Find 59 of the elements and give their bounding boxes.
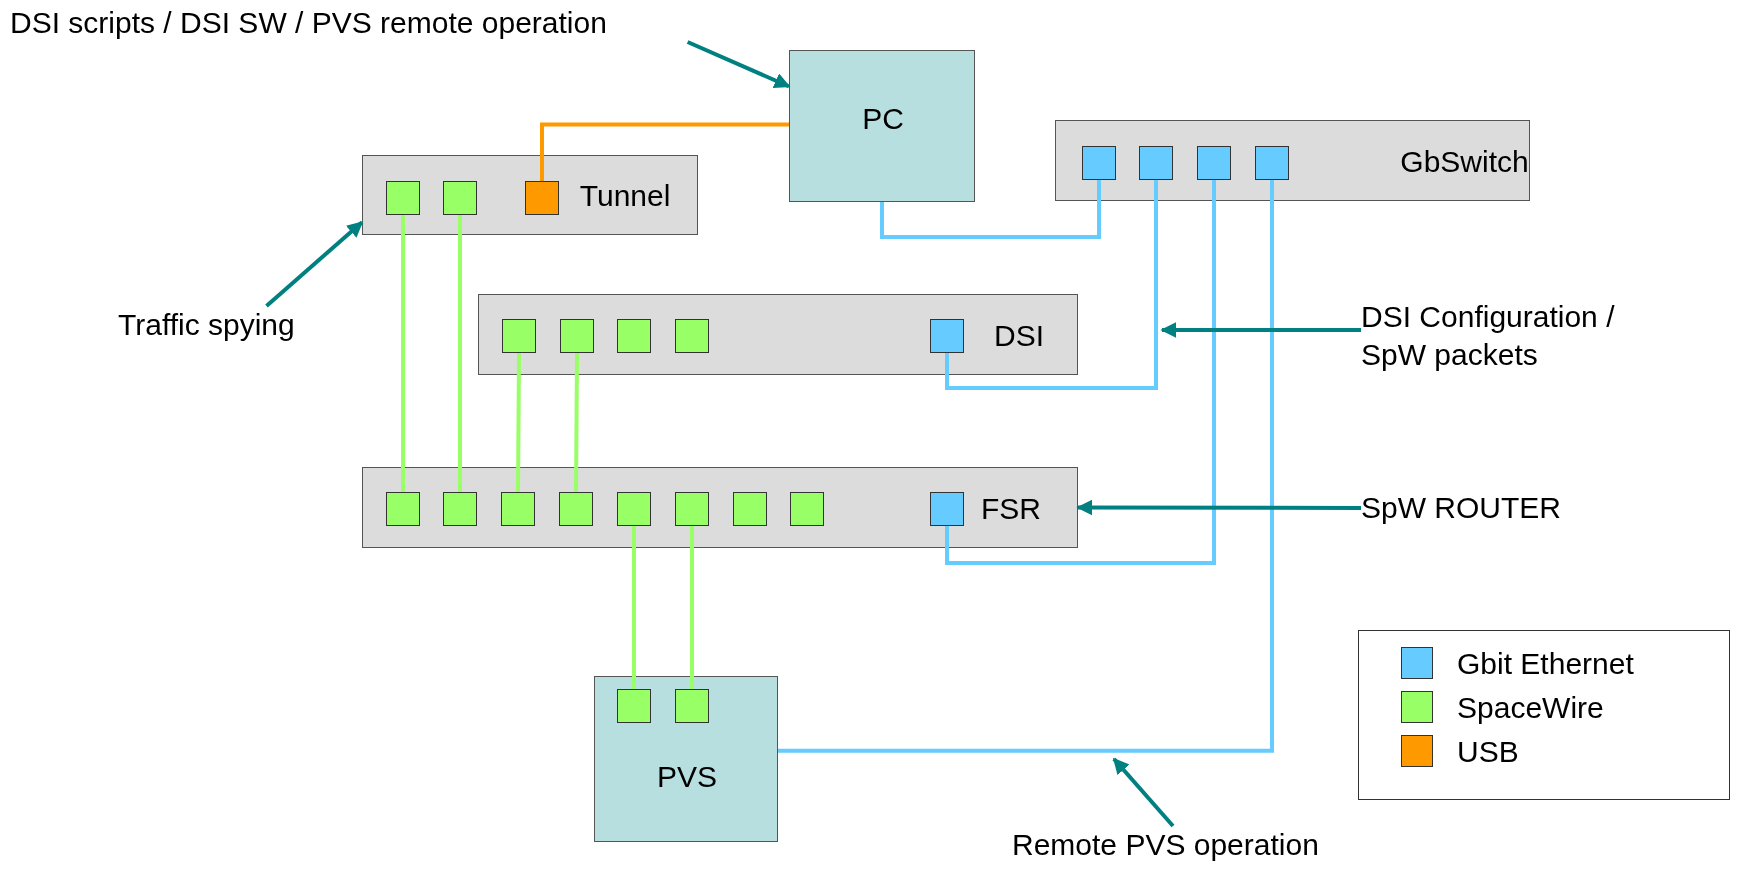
- network-port: [501, 492, 535, 526]
- arrow: [1112, 757, 1175, 828]
- device-box: [478, 294, 1078, 375]
- device-label: DSI: [994, 320, 1044, 351]
- network-port: [930, 492, 964, 526]
- network-port: [443, 181, 477, 215]
- network-port: [617, 492, 651, 526]
- arrow: [1076, 499, 1361, 516]
- cable-line: [880, 180, 1101, 239]
- cable-line: [690, 526, 694, 689]
- annotation-text: Traffic spying: [118, 306, 343, 344]
- network-port: [560, 319, 594, 353]
- legend-text: Gbit Ethernet: [1457, 647, 1634, 681]
- cable-line: [778, 180, 1274, 753]
- cable-line: [574, 353, 579, 492]
- arrow: [686, 40, 791, 89]
- annotation-text: DSI Configuration / SpW packets: [1361, 298, 1646, 374]
- device-box: [362, 155, 698, 235]
- device-box: [362, 467, 1078, 548]
- network-port: [675, 492, 709, 526]
- network-port: [1139, 146, 1173, 180]
- network-port: [930, 319, 964, 353]
- network-port: [443, 492, 477, 526]
- network-port: [617, 689, 651, 723]
- cable-line: [458, 215, 462, 492]
- cable-line: [516, 353, 521, 492]
- legend-text: SpaceWire: [1457, 691, 1604, 725]
- network-port: [1082, 146, 1116, 180]
- arrow: [265, 220, 364, 308]
- device-box: [1055, 120, 1530, 201]
- device-label: GbSwitch: [1400, 146, 1529, 177]
- cable-line: [945, 180, 1216, 565]
- legend-text: USB: [1457, 735, 1519, 769]
- network-port: [386, 492, 420, 526]
- cable-line: [945, 180, 1158, 390]
- device-label: PC: [862, 104, 904, 135]
- device-label: PVS: [657, 761, 717, 792]
- annotation-text: DSI scripts / DSI SW / PVS remote operation: [10, 4, 780, 42]
- cable-line: [401, 215, 405, 492]
- network-port: [1255, 146, 1289, 180]
- network-port: [733, 492, 767, 526]
- device-label: Tunnel: [579, 181, 671, 211]
- device-label: FSR: [980, 493, 1041, 524]
- network-port: [559, 492, 593, 526]
- network-port: [525, 181, 559, 215]
- annotation-text: Remote PVS operation: [1012, 826, 1362, 864]
- cable-line: [540, 122, 789, 181]
- network-port: [617, 319, 651, 353]
- network-port: [502, 319, 536, 353]
- network-port: [790, 492, 824, 526]
- device-box: [789, 50, 975, 202]
- network-port: [386, 181, 420, 215]
- cable-line: [632, 526, 636, 689]
- annotation-text: SpW ROUTER: [1361, 489, 1621, 527]
- network-port: [675, 689, 709, 723]
- device-box: [594, 676, 778, 842]
- arrow: [1160, 322, 1361, 338]
- network-port: [1197, 146, 1231, 180]
- network-port: [675, 319, 709, 353]
